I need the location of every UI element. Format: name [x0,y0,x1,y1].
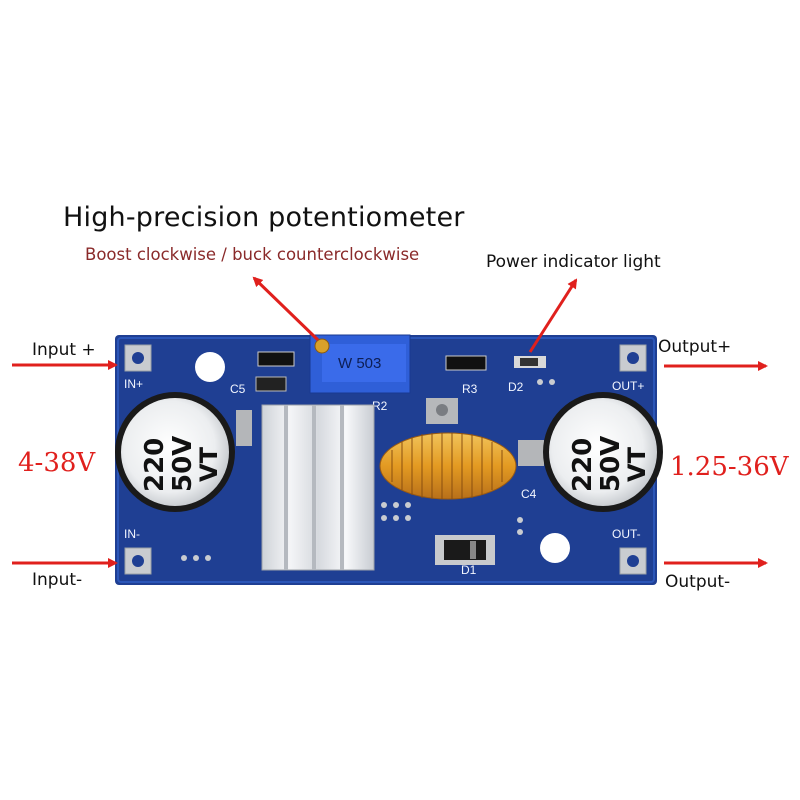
silk-out-plus: OUT+ [612,379,644,393]
svg-text:220: 220 [568,438,598,492]
silk-out-minus: OUT- [612,527,641,541]
silk-d1: D1 [461,563,477,577]
silk-r3: R3 [462,382,478,396]
power-indicator-callout: Power indicator light [486,252,661,272]
silk-in-plus: IN+ [124,377,143,391]
output-voltage-range: 1.25-36V [670,452,789,482]
pot-marking: W 503 [338,355,381,372]
svg-text:50V: 50V [596,436,626,492]
svg-text:220: 220 [140,438,170,492]
mounting-hole [195,352,225,382]
trim-potentiometer: W 503 [309,334,411,394]
svg-text:VT: VT [195,446,223,482]
toroid-inductor [379,432,517,500]
silk-c4: C4 [521,487,537,501]
svg-text:50V: 50V [168,436,198,492]
page-subtitle: Boost clockwise / buck counterclockwise [85,245,420,264]
output-minus-callout: Output- [665,572,731,592]
heatsink [261,404,375,571]
mounting-hole [540,533,570,563]
input-plus-callout: Input + [32,340,96,360]
callout-arrows [12,276,768,568]
silk-c5: C5 [230,382,246,396]
vias [181,379,555,561]
smd-components [236,351,546,565]
page-title: High-precision potentiometer [63,202,465,233]
input-capacitor: 220 50V VT [115,392,235,512]
silk-d2: D2 [508,380,524,394]
silk-in-minus: IN- [124,527,140,541]
output-plus-callout: Output+ [658,337,732,357]
output-capacitor: 220 50V VT [543,392,663,512]
silk-r2: R2 [372,399,388,413]
input-minus-callout: Input- [32,570,83,590]
input-voltage-range: 4-38V [18,448,96,478]
svg-text:VT: VT [623,446,651,482]
